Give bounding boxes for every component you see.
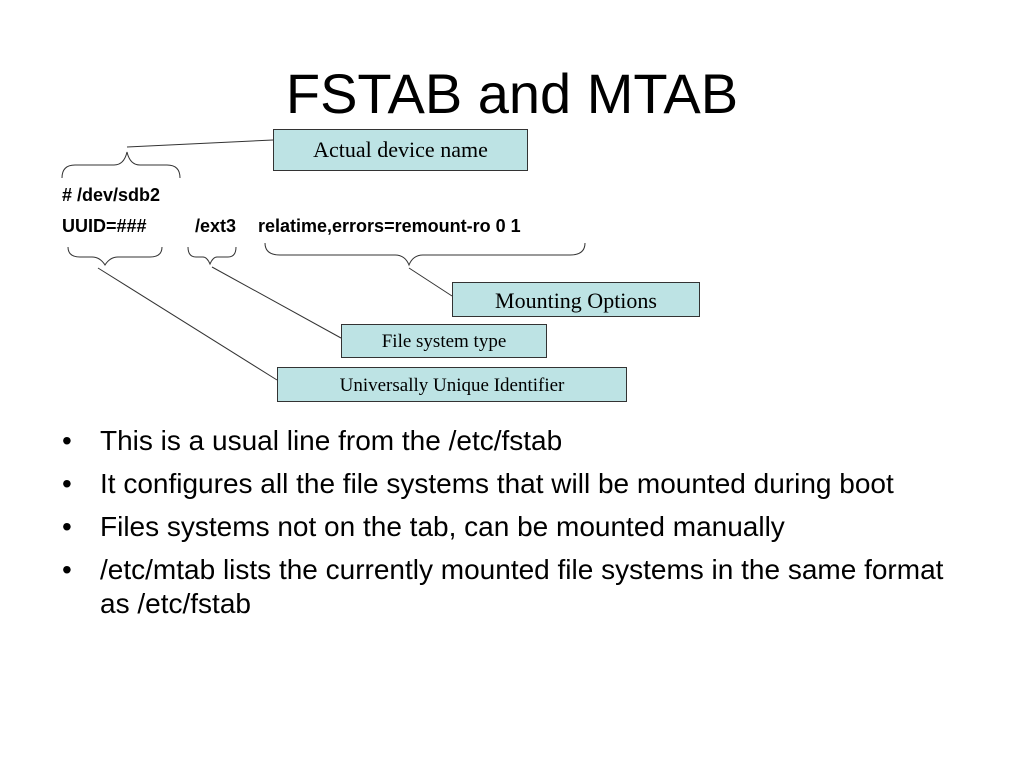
bullet-dot: • bbox=[62, 554, 72, 585]
label-file-system-type: File system type bbox=[341, 324, 547, 358]
bullet-list: • This is a usual line from the /etc/fsta… bbox=[62, 424, 962, 630]
bullet-item: • Files systems not on the tab, can be mo… bbox=[62, 510, 962, 544]
bullet-dot: • bbox=[62, 468, 72, 499]
label-actual-device-name: Actual device name bbox=[273, 129, 528, 171]
label-mounting-options: Mounting Options bbox=[452, 282, 700, 317]
code-line-fstab-entry: UUID=### /ext3 relatime,errors=remount-r… bbox=[62, 216, 521, 300]
brace-device bbox=[61, 151, 181, 179]
brace-uuid bbox=[67, 246, 163, 266]
bullet-text: It configures all the file systems that … bbox=[100, 468, 894, 499]
code-fstype: /ext3 bbox=[195, 216, 237, 236]
brace-fstype bbox=[187, 246, 237, 266]
bullet-item: • It configures all the file systems that… bbox=[62, 467, 962, 501]
bullet-dot: • bbox=[62, 511, 72, 542]
bullet-item: • This is a usual line from the /etc/fsta… bbox=[62, 424, 962, 458]
connector-uuid bbox=[97, 267, 278, 381]
connector-options bbox=[408, 267, 453, 297]
bullet-item: • /etc/mtab lists the currently mounted f… bbox=[62, 553, 962, 621]
bullet-text: /etc/mtab lists the currently mounted fi… bbox=[100, 554, 944, 619]
brace-options bbox=[264, 242, 586, 267]
bullet-text: Files systems not on the tab, can be mou… bbox=[100, 511, 785, 542]
bullet-dot: • bbox=[62, 425, 72, 456]
bullet-text: This is a usual line from the /etc/fstab bbox=[100, 425, 563, 456]
connector-device bbox=[126, 139, 274, 148]
slide-title: FSTAB and MTAB bbox=[285, 62, 739, 125]
label-universally-unique-identifier: Universally Unique Identifier bbox=[277, 367, 627, 402]
code-options: relatime,errors=remount-ro 0 1 bbox=[258, 216, 521, 236]
connector-fstype bbox=[211, 266, 342, 339]
code-uuid: UUID=### bbox=[62, 216, 147, 236]
code-line-device: # /dev/sdb2 bbox=[62, 185, 161, 205]
